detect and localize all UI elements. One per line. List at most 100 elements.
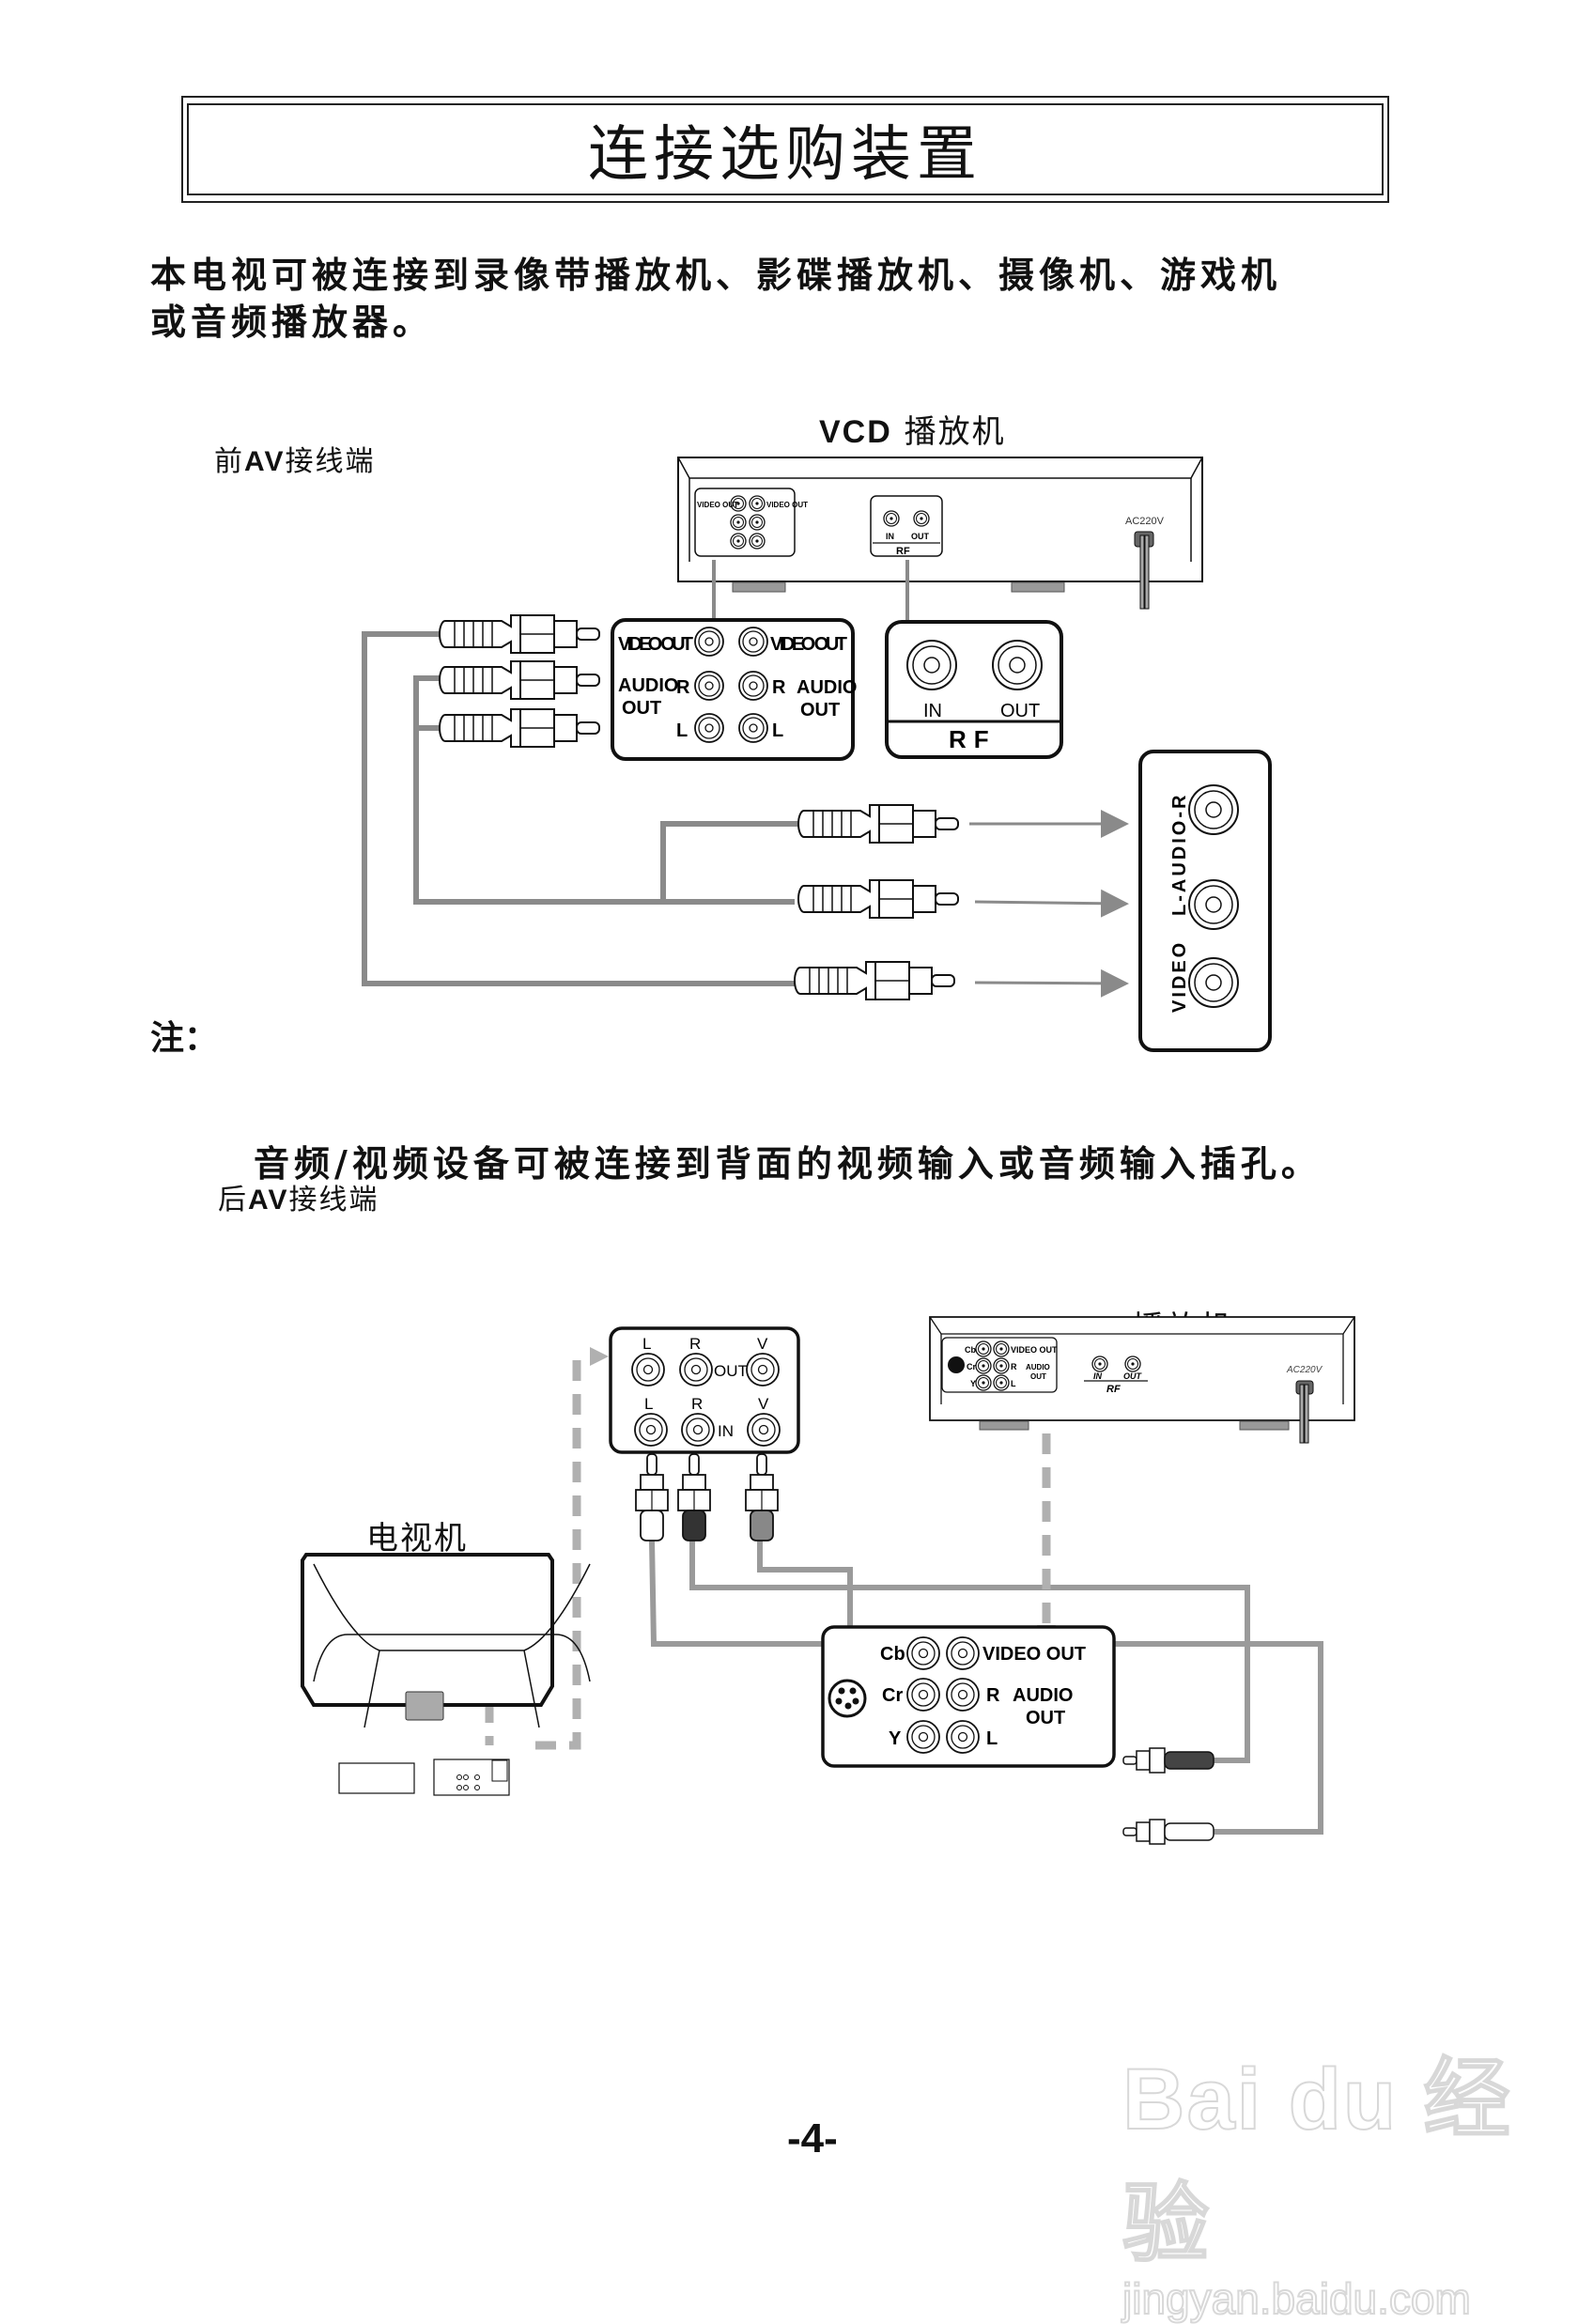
r-left-label: R — [676, 677, 690, 698]
out-right-label: OUT — [800, 700, 840, 720]
note-label: 注： — [150, 1019, 219, 1058]
tv-out-l-label: L — [642, 1335, 651, 1353]
rf-out-label: OUT — [1000, 701, 1040, 721]
tv-front-av-panel: L-AUDIO-R VIDEO — [1138, 750, 1272, 1052]
dvd-cr-label: Cr — [882, 1685, 903, 1706]
s-video-jack-icon — [828, 1679, 867, 1718]
page-number: -4- — [787, 2115, 838, 2161]
tv-out-label: OUT — [714, 1362, 748, 1380]
rca-plug-dvd-audio-l — [1122, 1819, 1214, 1845]
tv-in-label: IN — [718, 1422, 734, 1440]
rca-plug-video-right — [794, 961, 955, 1000]
audio-cable-split — [660, 821, 798, 902]
dvd-ac-label: AC220V — [1286, 1365, 1323, 1375]
l-audio-r-label: L-AUDIO-R — [1169, 793, 1190, 916]
front-av-bold: AV — [244, 446, 286, 477]
dvd-cb-label: Cb — [880, 1644, 905, 1665]
rca-plug-tv-in-r — [677, 1453, 711, 1511]
vcd-player-title: VCD 播放机 — [819, 406, 1006, 452]
arrow-audio-l — [974, 889, 1129, 918]
tv-in-l-label: L — [644, 1395, 653, 1413]
dvd-y-label: Y — [889, 1728, 902, 1749]
rca-plug-video-left — [439, 614, 600, 654]
tv-out-r-label: R — [689, 1335, 701, 1353]
dvd-audio-label: AUDIO — [1013, 1685, 1073, 1706]
dvd-video-out-label: VIDEO OUT — [982, 1644, 1086, 1665]
rf-in-label: IN — [923, 701, 942, 721]
tv-set-rear-view — [301, 1553, 591, 1796]
vcd-title-rest: 播放机 — [891, 413, 1006, 451]
video-out-left-label: VIDEO OUT — [618, 634, 693, 655]
page-title: 连接选购装置 — [588, 120, 982, 190]
dvd-small-r: R — [1011, 1362, 1017, 1371]
rear-connection-diagram: Cb Cr Y VIDEO OUT R AUDIO OUT L IN OUT R… — [301, 1316, 1355, 1845]
s-video-jack-small-icon — [948, 1356, 965, 1373]
rca-plug-tv-in-v — [745, 1453, 779, 1511]
vcd-small-rf: RF — [896, 546, 910, 557]
out-left-label: OUT — [622, 698, 661, 719]
intro-line-2: 或音频播放器。 — [150, 302, 434, 343]
rca-plug-audio-r-left — [439, 660, 600, 700]
intro-line-1: 本电视可被连接到录像带播放机、影碟播放机、摄像机、游戏机 — [150, 255, 1282, 296]
r-right-label: R — [772, 677, 786, 698]
front-av-label: 前AV接线端 — [214, 438, 375, 479]
note-text: 音频/视频设备可被连接到背面的视频输入或音频输入插孔。 — [254, 1143, 1322, 1185]
dvd-small-audio-out: OUT — [1030, 1372, 1046, 1381]
rear-av-suffix: 接线端 — [288, 1184, 379, 1216]
title-inner-frame: 连接选购装置 — [187, 103, 1384, 195]
rear-av-prefix: 后 — [218, 1184, 248, 1216]
dvd-audio-out-label: OUT — [1026, 1708, 1065, 1728]
baidu-watermark: Bai du 经验 jingyan.baidu.com — [1122, 2029, 1578, 2324]
front-av-prefix: 前 — [214, 445, 244, 478]
dvd-av-output-panel: Cb Cr Y VIDEO OUT R AUDIO OUT L — [821, 1625, 1116, 1768]
vcd-small-video-out-l: VIDEO OUT — [697, 501, 738, 509]
tv-label: 电视机 — [366, 1520, 468, 1557]
rf-label: RF — [949, 725, 997, 753]
dvd-small-rf: RF — [1106, 1384, 1121, 1395]
dvd-small-rf-out: OUT — [1123, 1371, 1143, 1381]
rear-av-label: 后AV接线端 — [218, 1176, 379, 1217]
front-arrows — [969, 810, 1129, 998]
watermark-brand: Bai du 经验 — [1122, 2051, 1512, 2273]
dvd-r-label: R — [986, 1685, 1000, 1706]
dvd-small-rf-in: IN — [1093, 1371, 1103, 1381]
dvd-small-video-out: VIDEO OUT — [1011, 1345, 1058, 1355]
video-input-label: VIDEO — [1169, 940, 1190, 1013]
audio-cable-r — [413, 675, 795, 905]
arrow-video — [974, 968, 1129, 998]
cable-audio-l — [649, 1540, 1323, 1835]
vcd-player: VIDEO OUT VIDEO OUT IN OUT RF AC220V — [677, 457, 1203, 610]
title-frame: 连接选购装置 — [181, 96, 1389, 203]
dvd-small-l: L — [1011, 1379, 1016, 1388]
vcd-title-bold: VCD — [819, 414, 892, 450]
cable-video — [757, 1541, 853, 1633]
vcd-small-rf-out: OUT — [911, 532, 930, 541]
rear-av-bold: AV — [248, 1185, 289, 1216]
rear-cables — [649, 1540, 1323, 1835]
tv-in-r-label: R — [691, 1395, 703, 1413]
dvd-small-y: Y — [970, 1379, 976, 1388]
front-av-suffix: 接线端 — [285, 445, 376, 478]
vcd-small-rf-in: IN — [886, 532, 894, 541]
l-right-label: L — [772, 720, 783, 741]
vcd-ac-label: AC220V — [1125, 516, 1165, 527]
vcd-av-output-panel: VIDEO OUT VIDEO OUT AUDIO OUT R L R L AU… — [611, 618, 857, 761]
rca-plug-dvd-audio-r — [1122, 1747, 1214, 1774]
watermark-url: jingyan.baidu.com — [1122, 2273, 1472, 2324]
dvd-player: Cb Cr Y VIDEO OUT R AUDIO OUT L IN OUT R… — [929, 1316, 1355, 1444]
rca-plug-audio-l-left — [439, 708, 600, 748]
vcd-small-video-out-r: VIDEO OUT — [766, 501, 808, 509]
l-left-label: L — [676, 720, 688, 741]
tv-in-v-label: V — [758, 1395, 769, 1413]
rca-plug-audio-l-right — [797, 879, 959, 919]
dvd-small-audio: AUDIO — [1026, 1363, 1050, 1371]
vcd-rf-panel: IN OUT RF — [885, 620, 1063, 759]
front-cables — [362, 631, 798, 986]
video-out-right-label: VIDEO OUT — [770, 634, 847, 655]
arrow-to-tv-panel — [590, 1347, 609, 1366]
intro-paragraph: 本电视可被连接到录像带播放机、影碟播放机、摄像机、游戏机 或音频播放器。 — [150, 252, 1446, 346]
tv-rear-jack-panel: L R V OUT L R V IN — [609, 1326, 800, 1454]
audio-right-label: AUDIO — [797, 677, 857, 698]
audio-left-label: AUDIO — [618, 675, 678, 696]
front-connection-diagram: VIDEO OUT VIDEO OUT IN OUT RF AC220V VID… — [362, 457, 1272, 1052]
